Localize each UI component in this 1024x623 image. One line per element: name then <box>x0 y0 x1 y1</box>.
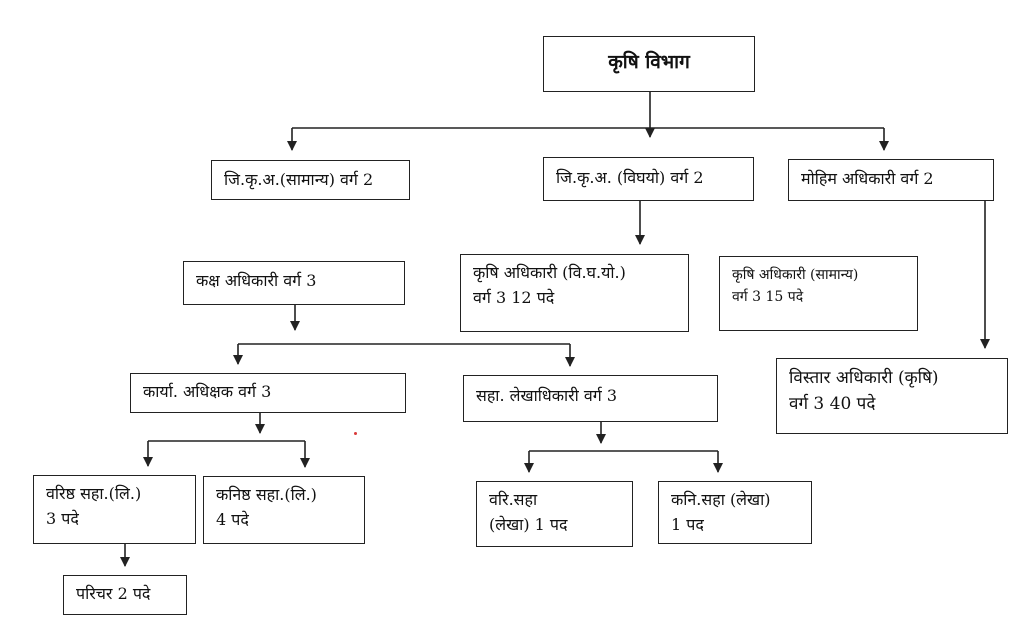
node-desk-officer: कक्ष अधिकारी वर्ग 3 <box>183 261 405 305</box>
node-label: जि.कृ.अ.(सामान्य) वर्ग 2 <box>224 170 374 189</box>
node-label-line-2: (लेखा) 1 पद <box>489 514 568 534</box>
node-junior-accounts-asst: कनि.सहा (लेखा) 1 पद <box>658 481 812 544</box>
node-dao-general: जि.कृ.अ.(सामान्य) वर्ग 2 <box>211 160 410 200</box>
node-junior-clerk: कनिष्ठ सहा.(लि.) 4 पदे <box>203 476 365 544</box>
node-label-line-1: वरि.सहा <box>489 490 538 509</box>
node-label-line-1: कृषि अधिकारी (सामान्य) <box>732 267 859 283</box>
node-attendant: परिचर 2 पदे <box>63 575 187 615</box>
node-agriculture-department: कृषि विभाग <box>543 36 755 92</box>
node-label-line-1: कनिष्ठ सहा.(लि.) <box>216 485 317 504</box>
node-label: कृषि विभाग <box>608 51 690 73</box>
node-dao-schemes: जि.कृ.अ. (विघयो) वर्ग 2 <box>543 157 754 201</box>
node-label-line-1: कृषि अधिकारी (वि.घ.यो.) <box>473 263 626 282</box>
node-agri-officer-general: कृषि अधिकारी (सामान्य) वर्ग 3 15 पदे <box>719 256 918 331</box>
node-label-line-2: वर्ग 3 40 पदे <box>789 394 876 415</box>
node-office-superintendent: कार्या. अधिक्षक वर्ग 3 <box>130 373 406 413</box>
node-label-line-1: कनि.सहा (लेखा) <box>671 490 771 509</box>
node-label: सहा. लेखाधिकारी वर्ग 3 <box>476 386 618 405</box>
node-label-line-2: 4 पदे <box>216 509 249 529</box>
node-asst-accounts-officer: सहा. लेखाधिकारी वर्ग 3 <box>463 375 718 422</box>
node-agri-officer-schemes: कृषि अधिकारी (वि.घ.यो.) वर्ग 3 12 पदे <box>460 254 689 332</box>
node-label-line-2: वर्ग 3 15 पदे <box>732 288 804 305</box>
node-label: मोहिम अधिकारी वर्ग 2 <box>801 169 934 188</box>
node-label: परिचर 2 पदे <box>76 584 151 603</box>
node-label-line-1: वरिष्ठ सहा.(लि.) <box>46 484 142 503</box>
node-label-line-1: विस्तार अधिकारी (कृषि) <box>789 368 939 388</box>
stray-dot <box>354 432 357 435</box>
node-label-line-2: 1 पद <box>671 514 704 534</box>
node-label-line-2: वर्ग 3 12 पदे <box>473 287 555 307</box>
node-label-line-2: 3 पदे <box>46 508 79 528</box>
node-label: जि.कृ.अ. (विघयो) वर्ग 2 <box>556 168 704 187</box>
node-label: कक्ष अधिकारी वर्ग 3 <box>196 271 317 290</box>
node-senior-accounts-asst: वरि.सहा (लेखा) 1 पद <box>476 481 633 547</box>
node-extension-officer: विस्तार अधिकारी (कृषि) वर्ग 3 40 पदे <box>776 358 1008 434</box>
node-campaign-officer: मोहिम अधिकारी वर्ग 2 <box>788 159 994 201</box>
node-senior-clerk: वरिष्ठ सहा.(लि.) 3 पदे <box>33 475 196 544</box>
node-label: कार्या. अधिक्षक वर्ग 3 <box>143 382 272 401</box>
